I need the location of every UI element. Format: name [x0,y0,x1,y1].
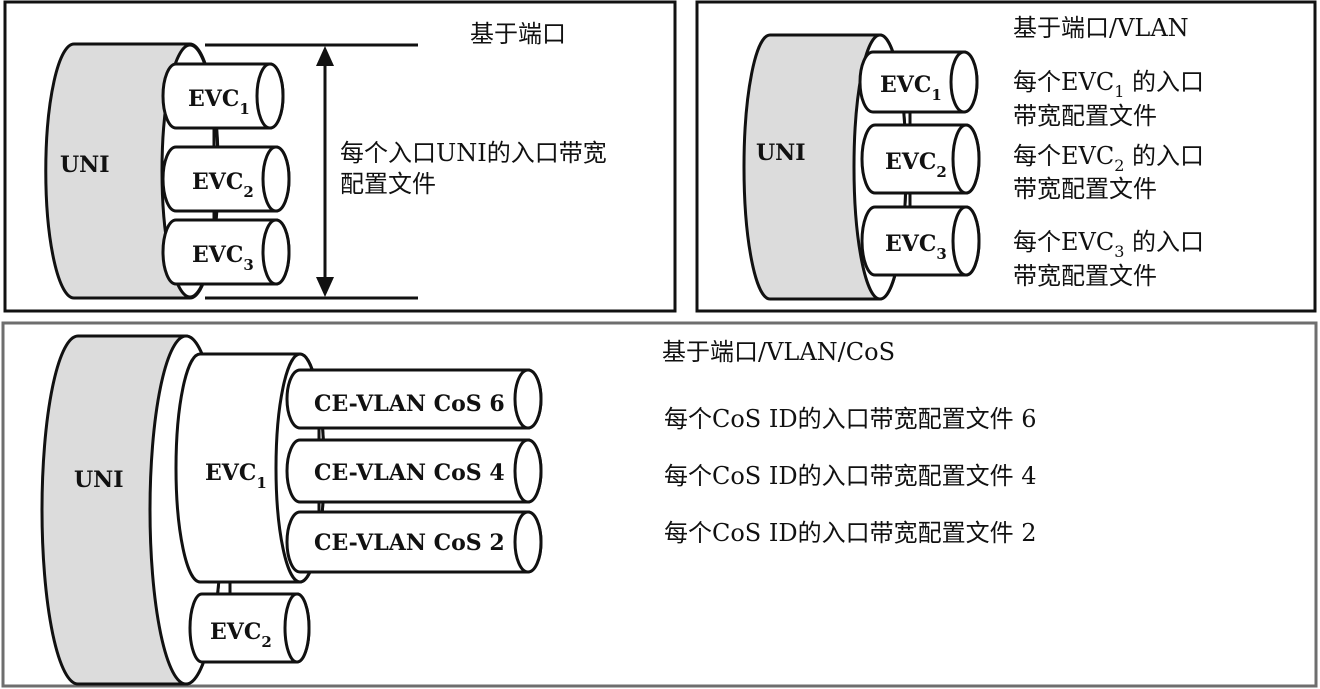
cos4-desc: 每个CoS ID的入口带宽配置文件 4 [664,462,1037,490]
svg-text:每个EVC1 的入口: 每个EVC1 的入口 [1013,68,1204,101]
evc1-tube: EVC1 [858,50,979,114]
evc2-tube: EVC2 [188,592,311,664]
uni-label: UNI [756,140,806,166]
panel-port-title: 基于端口 [470,20,566,48]
svg-text:带宽配置文件: 带宽配置文件 [1013,262,1157,290]
cos6-desc: 每个CoS ID的入口带宽配置文件 6 [664,405,1037,433]
panel-port-frame [3,0,677,313]
evc3-desc: 每个EVC3 的入口 带宽配置文件 [1013,228,1204,290]
evc2-label: EVC2 [210,619,272,651]
svg-text:带宽配置文件: 带宽配置文件 [1013,175,1157,203]
evc1-tube: EVC1 [161,62,285,130]
evc1-label: EVC1 [880,72,942,104]
evc1-desc: 每个EVC1 的入口 带宽配置文件 [1013,68,1204,130]
panel-port-vlan-cos-frame [1,321,1318,688]
evc2-label: EVC2 [192,169,254,201]
evc1-label: EVC1 [188,86,250,118]
double-arrow [316,46,334,297]
panel-port: 基于端口 UNI EVC1 EVC2 EVC3 [3,0,677,313]
panel-port-desc-line1: 每个入口UNI的入口带宽 [340,139,607,167]
panel-port-vlan-cos: 基于端口/VLAN/CoS UNI EVC1 CE-VLAN CoS 6 CE-… [1,321,1318,688]
svg-text:带宽配置文件: 带宽配置文件 [1013,102,1157,130]
panel-port-vlan: 基于端口/VLAN UNI EVC1 EVC2 EVC3 每个EVC1 的入口 … [695,0,1317,313]
evc1-label: EVC1 [205,460,267,492]
uni-label: UNI [74,467,124,493]
evc2-desc: 每个EVC2 的入口 带宽配置文件 [1013,142,1204,203]
panel-port-vlan-cos-title: 基于端口/VLAN/CoS [662,338,895,366]
svg-text:每个EVC2 的入口: 每个EVC2 的入口 [1013,142,1204,175]
evc3-tube: EVC3 [161,218,291,286]
evc3-label: EVC3 [192,242,254,274]
evc2-tube: EVC2 [860,123,981,195]
cos4-tube: CE-VLAN CoS 4 [285,438,543,504]
cos2-desc: 每个CoS ID的入口带宽配置文件 2 [664,519,1037,547]
evc2-label: EVC2 [885,149,947,181]
evc3-label: EVC3 [885,231,947,263]
panel-port-desc-line2: 配置文件 [340,170,436,198]
cos2-label: CE-VLAN CoS 2 [314,530,505,556]
svg-text:每个EVC3 的入口: 每个EVC3 的入口 [1013,228,1204,261]
panel-port-vlan-frame [695,0,1317,313]
cos6-tube: CE-VLAN CoS 6 [285,368,543,430]
panel-port-vlan-title: 基于端口/VLAN [1013,14,1189,42]
uni-label: UNI [60,152,110,178]
evc3-tube: EVC3 [860,205,981,277]
cos4-label: CE-VLAN CoS 4 [314,460,505,486]
cos2-tube: CE-VLAN CoS 2 [285,510,543,574]
evc2-tube: EVC2 [161,145,291,213]
cos6-label: CE-VLAN CoS 6 [314,391,505,417]
